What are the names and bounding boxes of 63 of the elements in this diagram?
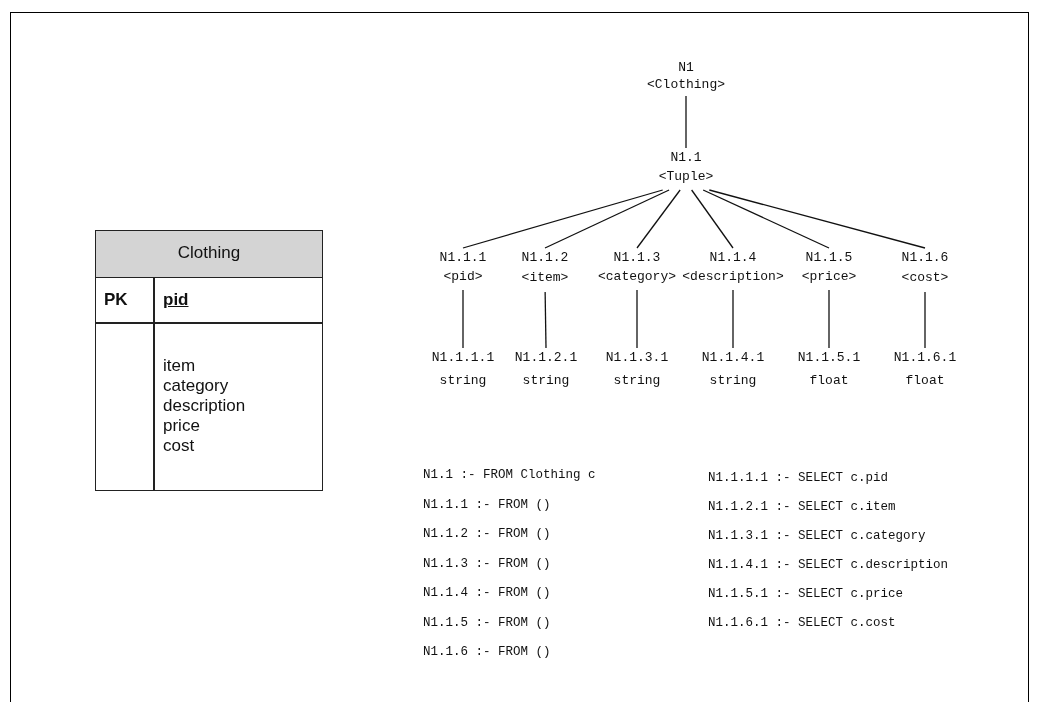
type-label: float [808, 372, 850, 390]
node-id-label: N1.1.6.1 [893, 350, 957, 366]
tree-connector-line [544, 291, 547, 349]
field-name: pid [163, 290, 189, 310]
element-tag-label: <item> [521, 269, 569, 287]
mapping-rule: N1.1.4 :- FROM () [423, 586, 551, 600]
node-id-label: N1.1.4.1 [701, 350, 765, 366]
mapping-rule: N1.1.2.1 :- SELECT c.item [708, 500, 896, 514]
mapping-rule: N1.1.1 :- FROM () [423, 497, 551, 512]
mapping-rule: N1.1 :- FROM Clothing c [423, 468, 596, 482]
mapping-rule: N1.1.4.1 :- SELECT c.description [708, 558, 949, 572]
type-label: string [708, 372, 758, 390]
tree-connector-line [708, 189, 926, 249]
node-id-label: N1.1.3 [612, 250, 662, 266]
tree-connector-line [685, 95, 687, 149]
tree-connector-line [924, 291, 926, 349]
element-tag-label: <category> [598, 268, 676, 286]
node-id-label: N1.1.3.1 [605, 350, 669, 366]
field-name: price [163, 416, 200, 436]
field-name: description [163, 396, 246, 416]
type-label: string [438, 372, 488, 390]
element-tag-label: <Tuple> [658, 168, 714, 186]
type-label: string [521, 372, 571, 390]
tree-connector-line [636, 289, 638, 349]
mapping-rule: N1.1.1.1 :- SELECT c.pid [708, 471, 889, 485]
node-id-label: N1.1.1.1 [431, 350, 495, 366]
field-name: category [163, 376, 229, 396]
node-id-label: N1.1.2.1 [514, 350, 578, 366]
mapping-rule: N1.1.5.1 :- SELECT c.price [708, 587, 904, 601]
element-tag-label: <Clothing> [647, 76, 725, 94]
tree-connector-line [462, 189, 664, 249]
field-name: cost [163, 436, 195, 456]
element-tag-label: <description> [682, 268, 784, 286]
mapping-rule: N1.1.3 :- FROM () [423, 556, 551, 571]
field-name: item [163, 356, 196, 376]
mapping-rule: N1.1.6 :- FROM () [423, 645, 551, 659]
element-tag-label: <price> [801, 268, 857, 286]
node-id-label: N1.1.4 [708, 250, 758, 266]
tree-connector-line [828, 289, 830, 349]
entity-table [95, 230, 323, 491]
type-label: string [612, 372, 662, 390]
node-id-label: N1.1.2 [521, 250, 569, 266]
tree-connector-line [462, 289, 464, 349]
element-tag-label: <pid> [442, 268, 484, 286]
key-label: PK [104, 290, 128, 310]
element-tag-label: <cost> [901, 269, 949, 287]
mapping-rule: N1.1.6.1 :- SELECT c.cost [708, 616, 896, 630]
tree-connector-line [691, 189, 734, 249]
node-id-label: N1.1.5 [804, 250, 854, 266]
tree-connector-line [702, 189, 830, 249]
node-id-label: N1.1.1 [439, 250, 487, 266]
node-id-label: N1.1.6 [901, 250, 949, 266]
type-label: float [904, 372, 946, 390]
tree-connector-line [544, 189, 670, 249]
node-id-label: N1 [677, 60, 695, 76]
tree-connector-line [732, 289, 734, 349]
table-header: Clothing [177, 243, 241, 263]
node-id-label: N1.1 [669, 150, 703, 166]
node-id-label: N1.1.5.1 [797, 350, 861, 366]
mapping-rule: N1.1.5 :- FROM () [423, 615, 551, 630]
mapping-rule: N1.1.2 :- FROM () [423, 527, 551, 541]
tree-connector-line [636, 189, 681, 249]
mapping-rule: N1.1.3.1 :- SELECT c.category [708, 529, 926, 543]
